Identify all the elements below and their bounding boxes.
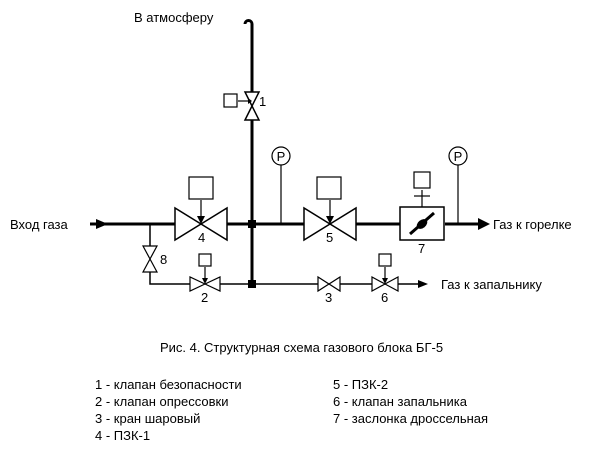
legend-item: 4 - ПЗК-1 bbox=[95, 428, 151, 443]
valve-1-stem-arrow bbox=[248, 98, 252, 104]
outlet-arrow-burner bbox=[478, 218, 490, 230]
legend-item: 6 - клапан запальника bbox=[333, 394, 467, 409]
valve-5-number: 5 bbox=[326, 230, 333, 245]
gas-block-diagram: В атмосферу Вход газа Газ к горелке Газ … bbox=[10, 10, 572, 305]
gauge-2-icon bbox=[448, 146, 468, 166]
throttle-7-number: 7 bbox=[418, 241, 425, 256]
valve-1-icon bbox=[243, 91, 261, 121]
valve-6-number: 6 bbox=[381, 290, 388, 305]
valve-4-actuator bbox=[188, 176, 214, 200]
valve-1-number: 1 bbox=[259, 94, 266, 109]
valve-8-icon bbox=[141, 245, 159, 273]
valve-5-actuator bbox=[316, 176, 342, 200]
outlet-arrow-pilot bbox=[418, 280, 428, 288]
legend-item: 3 - кран шаровый bbox=[95, 411, 201, 426]
figure-caption: Рис. 4. Структурная схема газового блока… bbox=[159, 340, 444, 355]
throttle-7-actuator bbox=[413, 171, 431, 189]
junction-upper bbox=[248, 220, 256, 228]
valve-6-actuator bbox=[378, 253, 392, 267]
vent-label: В атмосферу bbox=[134, 10, 214, 25]
valve-2-stem-arrow bbox=[202, 278, 208, 284]
legend-right: 5 - ПЗК-2 6 - клапан запальника 7 - засл… bbox=[333, 376, 488, 427]
valve-2-number: 2 bbox=[201, 290, 208, 305]
gauge-1-icon bbox=[271, 146, 291, 166]
gas-inlet-label: Вход газа bbox=[10, 217, 69, 232]
valve-2-actuator bbox=[198, 253, 212, 267]
vent-hook bbox=[243, 19, 254, 25]
valve-5-stem-arrow bbox=[326, 216, 334, 224]
valve-3-number: 3 bbox=[325, 290, 332, 305]
bypass-line-lower bbox=[149, 272, 190, 285]
valve-1-actuator bbox=[223, 93, 238, 108]
valve-4-stem-arrow bbox=[197, 216, 205, 224]
legend-item: 2 - клапан опрессовки bbox=[95, 394, 229, 409]
gauge-2-label: P bbox=[454, 149, 463, 164]
valve-4-number: 4 bbox=[198, 230, 205, 245]
to-burner-label: Газ к горелке bbox=[493, 217, 572, 232]
legend-item: 5 - ПЗК-2 bbox=[333, 377, 389, 392]
valve-3-icon bbox=[317, 275, 341, 293]
valve-8-number: 8 bbox=[160, 252, 167, 267]
to-pilot-label: Газ к запальнику bbox=[441, 277, 542, 292]
valve-6-stem-arrow bbox=[382, 278, 388, 284]
legend-left: 1 - клапан безопасности 2 - клапан опрес… bbox=[95, 376, 242, 444]
throttle-7-disc bbox=[416, 219, 428, 229]
inlet-arrow bbox=[96, 219, 108, 229]
gauge-1-label: P bbox=[277, 149, 286, 164]
legend-item: 1 - клапан безопасности bbox=[95, 377, 242, 392]
legend-item: 7 - заслонка дроссельная bbox=[333, 411, 489, 426]
